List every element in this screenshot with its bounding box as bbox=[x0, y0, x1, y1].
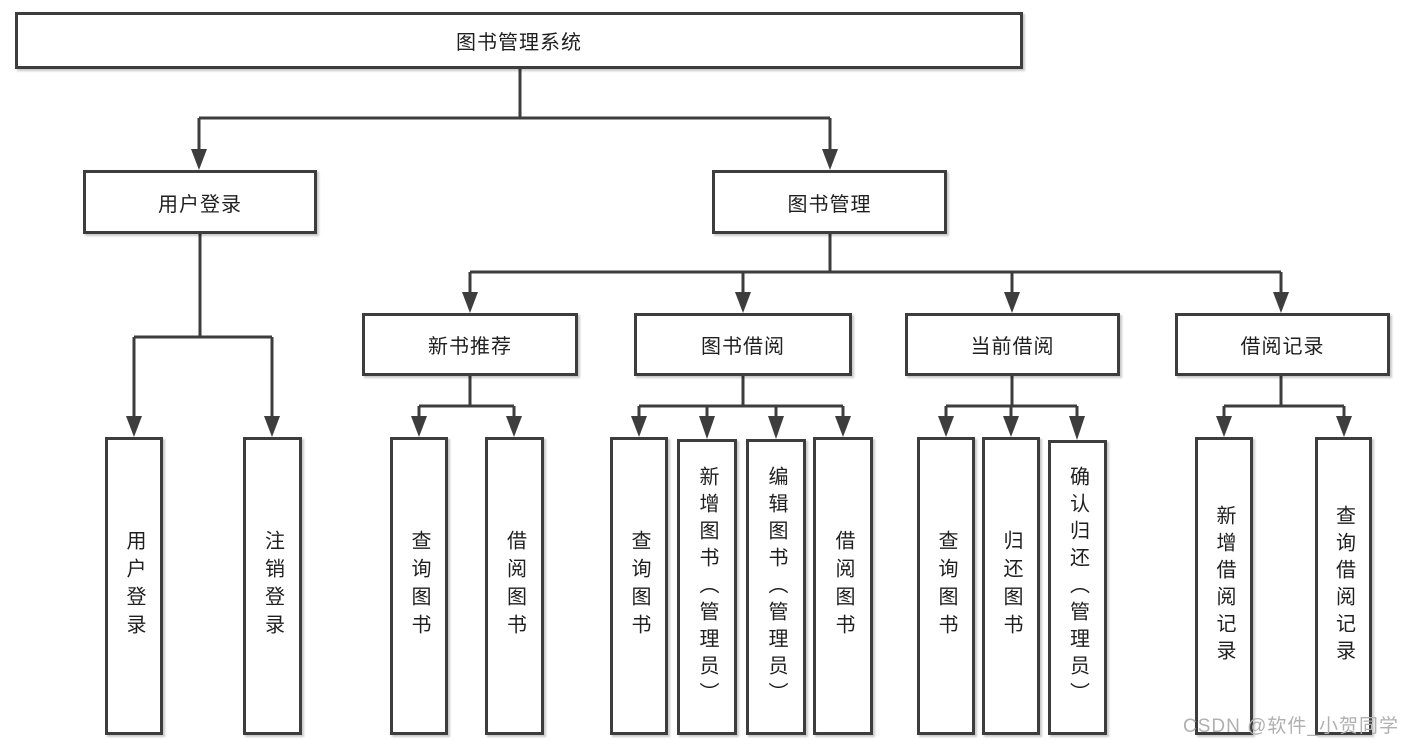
connector-borrow-group bbox=[637, 376, 845, 419]
arrow-down-icon bbox=[264, 416, 280, 437]
node-current-borrowing: 当前借阅 bbox=[905, 313, 1120, 376]
leaf-query-books-recommend: 查询图书 bbox=[390, 437, 448, 735]
arrow-down-icon bbox=[1069, 416, 1085, 440]
node-label: 查询图书 bbox=[628, 530, 650, 642]
node-label: 借阅图书 bbox=[832, 530, 854, 642]
arrow-down-icon bbox=[631, 416, 647, 437]
node-book-management-branch: 图书管理 bbox=[712, 170, 947, 234]
node-user-login-branch: 用户登录 bbox=[83, 170, 317, 234]
arrow-down-icon bbox=[822, 149, 838, 170]
node-label: 新增借阅记录 bbox=[1213, 505, 1235, 667]
arrow-down-icon bbox=[735, 292, 751, 313]
leaf-borrow-books: 借阅图书 bbox=[813, 437, 873, 735]
arrow-down-icon bbox=[411, 416, 427, 437]
node-label: 图书管理系统 bbox=[456, 32, 582, 54]
leaf-add-books-admin: 新增图书（管理员） bbox=[677, 439, 737, 735]
arrow-down-icon bbox=[1273, 292, 1289, 313]
arrow-down-icon bbox=[1216, 416, 1232, 437]
node-label: 查询图书 bbox=[408, 530, 430, 642]
node-label: 查询图书 bbox=[935, 530, 957, 642]
arrow-down-icon bbox=[191, 149, 207, 170]
node-new-book-recommend: 新书推荐 bbox=[362, 313, 578, 376]
arrow-down-icon bbox=[938, 416, 954, 437]
leaf-borrow-books-recommend: 借阅图书 bbox=[485, 437, 544, 735]
connector-book-to-level3 bbox=[468, 234, 1283, 295]
leaf-edit-books-admin: 编辑图书（管理员） bbox=[746, 439, 806, 735]
arrow-down-icon bbox=[699, 416, 715, 439]
csdn-watermark: CSDN @软件_小贺同学 bbox=[1183, 716, 1399, 737]
node-label: 借阅图书 bbox=[503, 530, 526, 642]
node-label: 归还图书 bbox=[1000, 530, 1022, 642]
node-label: 编辑图书（管理员） bbox=[765, 465, 787, 709]
node-label: 图书借阅 bbox=[701, 336, 785, 358]
node-label: 新书推荐 bbox=[428, 336, 512, 358]
arrow-down-icon bbox=[768, 416, 784, 439]
leaf-confirm-return-admin: 确认归还（管理员） bbox=[1048, 440, 1107, 735]
node-borrowing-records: 借阅记录 bbox=[1175, 313, 1390, 376]
arrow-down-icon bbox=[506, 416, 522, 437]
arrow-down-icon bbox=[126, 416, 142, 437]
leaf-user-login: 用户登录 bbox=[105, 437, 163, 735]
arrow-down-icon bbox=[1003, 416, 1019, 437]
connector-root-to-level2 bbox=[197, 69, 832, 152]
arrow-down-icon bbox=[835, 416, 851, 437]
leaf-query-books-current: 查询图书 bbox=[917, 437, 975, 735]
arrow-down-icon bbox=[1004, 292, 1020, 313]
node-label: 借阅记录 bbox=[1240, 336, 1325, 358]
node-label: 图书管理 bbox=[787, 193, 872, 216]
node-label: 用户登录 bbox=[158, 193, 242, 216]
connector-user-branch bbox=[132, 234, 274, 419]
leaf-query-borrow-record: 查询借阅记录 bbox=[1315, 437, 1372, 735]
arrow-down-icon bbox=[1336, 416, 1352, 437]
leaf-return-books: 归还图书 bbox=[982, 437, 1040, 735]
node-book-borrowing: 图书借阅 bbox=[634, 313, 852, 376]
connector-newbook-group bbox=[417, 376, 516, 419]
node-label: 注销登录 bbox=[261, 530, 284, 642]
connector-records-group bbox=[1222, 376, 1346, 419]
leaf-add-borrow-record: 新增借阅记录 bbox=[1195, 437, 1253, 735]
node-label: 查询借阅记录 bbox=[1332, 505, 1355, 667]
node-label: 确认归还（管理员） bbox=[1066, 466, 1089, 709]
node-label: 用户登录 bbox=[123, 530, 145, 642]
node-library-management-system: 图书管理系统 bbox=[15, 12, 1023, 69]
connector-current-group bbox=[944, 376, 1079, 419]
leaf-logout: 注销登录 bbox=[243, 437, 302, 735]
node-label: 新增图书（管理员） bbox=[696, 465, 718, 709]
leaf-query-books-borrowing: 查询图书 bbox=[610, 437, 668, 735]
node-label: 当前借阅 bbox=[970, 336, 1055, 358]
arrow-down-icon bbox=[462, 292, 478, 313]
